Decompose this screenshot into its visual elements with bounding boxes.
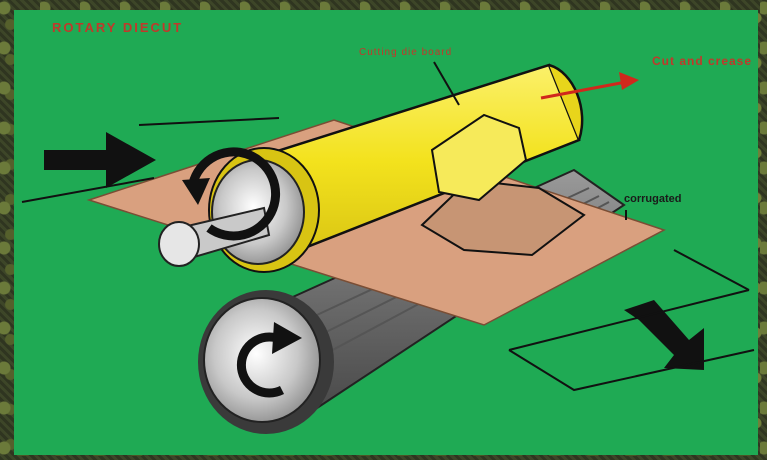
diagram-panel: ROTARY DIECUT (14, 10, 758, 455)
die-board-label: Cutting die board (359, 47, 452, 58)
feed-arrow-icon (44, 132, 156, 188)
diagram-title: ROTARY DIECUT (52, 20, 183, 35)
corrugated-label: corrugated (624, 193, 681, 205)
anvil-end-cap (198, 290, 334, 434)
rotary-die-diagram: ROTARY DIECUT (14, 10, 758, 455)
red-pointer-head-icon (619, 72, 639, 90)
cut-crease-label: Cut and crease (652, 54, 752, 68)
